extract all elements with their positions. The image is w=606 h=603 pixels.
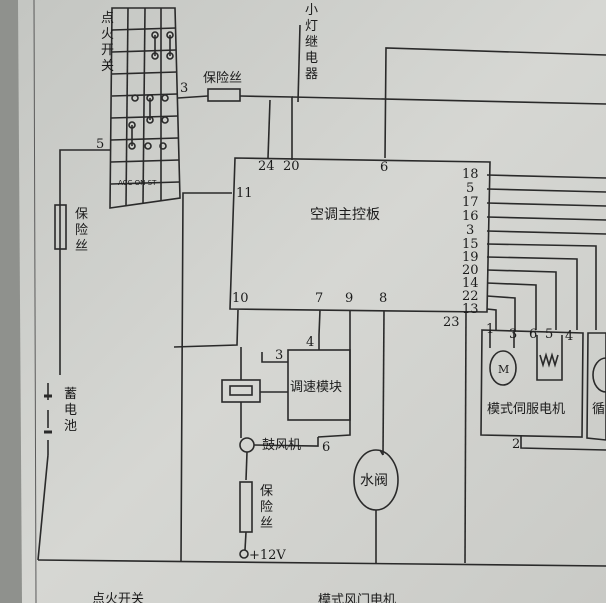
bottom-fuse-label-3: 丝 <box>260 516 273 531</box>
right-pin-19: 19 <box>462 250 479 265</box>
wire-3b-label: 3 <box>275 348 283 363</box>
pin-10: 10 <box>232 291 249 306</box>
right-pin-22: 22 <box>462 289 479 304</box>
mode-servo-box <box>480 329 584 438</box>
pin-11: 11 <box>236 186 253 201</box>
wire-2-label: 2 <box>512 437 520 452</box>
wire-pin11 <box>180 192 232 563</box>
wire-pin23 <box>464 311 467 564</box>
wire-pin8 <box>382 310 385 456</box>
wire-6-label: 6 <box>322 440 330 455</box>
left-fuse-label-2: 险 <box>75 223 88 238</box>
pin-20-top: 20 <box>283 159 300 174</box>
recirc-servo-box <box>586 332 606 441</box>
right-pin-wires <box>486 174 606 330</box>
right-pin-13: 13 <box>462 302 479 317</box>
top-fuse-label: 保险丝 <box>203 71 242 86</box>
mode-servo-motor-symbol <box>489 350 517 386</box>
ignition-switch-label-1: 点 <box>101 11 114 26</box>
right-pin-18: 18 <box>462 167 479 182</box>
bottom-fuse-label-1: 保 <box>260 484 273 499</box>
left-fuse-label-1: 保 <box>75 207 88 222</box>
right-pin-14: 14 <box>462 276 479 291</box>
wire-3-module <box>261 352 288 363</box>
supply-terminal <box>239 549 249 559</box>
ignition-switch-label-2: 火 <box>101 27 114 42</box>
mode-servo-motor-letter: M <box>498 363 509 376</box>
servo-pin-1: 1 <box>486 322 494 337</box>
servo-pin-3: 3 <box>509 327 517 342</box>
right-pins: 18 5 17 16 3 15 19 20 14 22 13 <box>462 167 479 317</box>
pin-6-top: 6 <box>380 160 388 175</box>
wire-fuse-right <box>291 96 606 105</box>
right-pin-16: 16 <box>462 209 479 224</box>
right-pin-15: 15 <box>462 237 479 252</box>
pin-24: 24 <box>258 159 275 174</box>
wire-3-label: 3 <box>180 81 188 96</box>
pin-7: 7 <box>315 291 323 306</box>
right-pin-20: 20 <box>462 263 479 278</box>
left-fuse-symbol <box>54 204 67 250</box>
battery-symbol <box>37 383 52 561</box>
pin-9: 9 <box>345 291 353 306</box>
ignition-switch-label-3: 开 <box>101 43 114 58</box>
bottom-caption-right: 模式风门电机 <box>318 593 396 603</box>
relay-label-4: 电 <box>305 51 318 66</box>
blower-label: 鼓风机 <box>262 438 301 453</box>
water-valve-label: 水阀 <box>360 473 388 489</box>
relay-label-1: 小 <box>305 3 318 18</box>
speed-module-label: 调速模块 <box>290 380 342 395</box>
ignition-switch-label-4: 关 <box>101 59 114 74</box>
battery-label-2: 电 <box>64 403 77 418</box>
recirc-servo-label: 循 <box>592 402 605 417</box>
servo-pin-5: 5 <box>545 327 553 342</box>
bottom-fuse-label-2: 险 <box>260 500 273 515</box>
potentiometer-symbol <box>539 352 559 368</box>
servo-pin-6: 6 <box>529 327 537 342</box>
wire-pin24 <box>267 99 271 159</box>
supply-label: +12V <box>249 548 286 563</box>
wire-5-label: 5 <box>96 137 104 152</box>
ground-bus <box>37 559 606 567</box>
top-fuse-symbol <box>207 88 241 102</box>
relay-label-3: 继 <box>305 35 318 50</box>
wire-pin10 <box>173 309 239 348</box>
wire-switch-to-fuse <box>177 95 209 99</box>
right-pin-3: 3 <box>466 223 474 238</box>
ignition-switch-contacts <box>128 31 174 150</box>
battery-label-3: 池 <box>64 419 77 434</box>
ignition-contacts-label: ACC ON ST <box>118 179 157 187</box>
left-fuse-label-3: 丝 <box>75 239 88 254</box>
servo-pin-4: 4 <box>565 329 573 344</box>
relay-label-5: 器 <box>305 67 318 82</box>
battery-label-1: 蓄 <box>64 387 77 402</box>
controller-title: 空调主控板 <box>310 207 380 223</box>
wire-relay <box>297 24 301 103</box>
pin-8: 8 <box>379 291 387 306</box>
ignition-switch-grid <box>109 7 181 209</box>
controller-box <box>229 157 491 313</box>
wire-pin6 <box>384 47 606 159</box>
mode-servo-label: 模式伺服电机 <box>487 402 565 417</box>
page-paper <box>18 0 606 603</box>
right-pin-17: 17 <box>462 195 479 210</box>
wire-4-label: 4 <box>306 335 314 350</box>
wire-switch-to-battery <box>59 149 110 375</box>
wire-2 <box>520 435 606 451</box>
bottom-caption-left: 点火开关 <box>92 592 144 603</box>
pin-23: 23 <box>443 315 460 330</box>
right-pin-5: 5 <box>466 181 474 196</box>
page-margin-line <box>33 0 37 603</box>
wire-pin7 <box>318 309 321 336</box>
relay-label-2: 灯 <box>305 19 318 34</box>
